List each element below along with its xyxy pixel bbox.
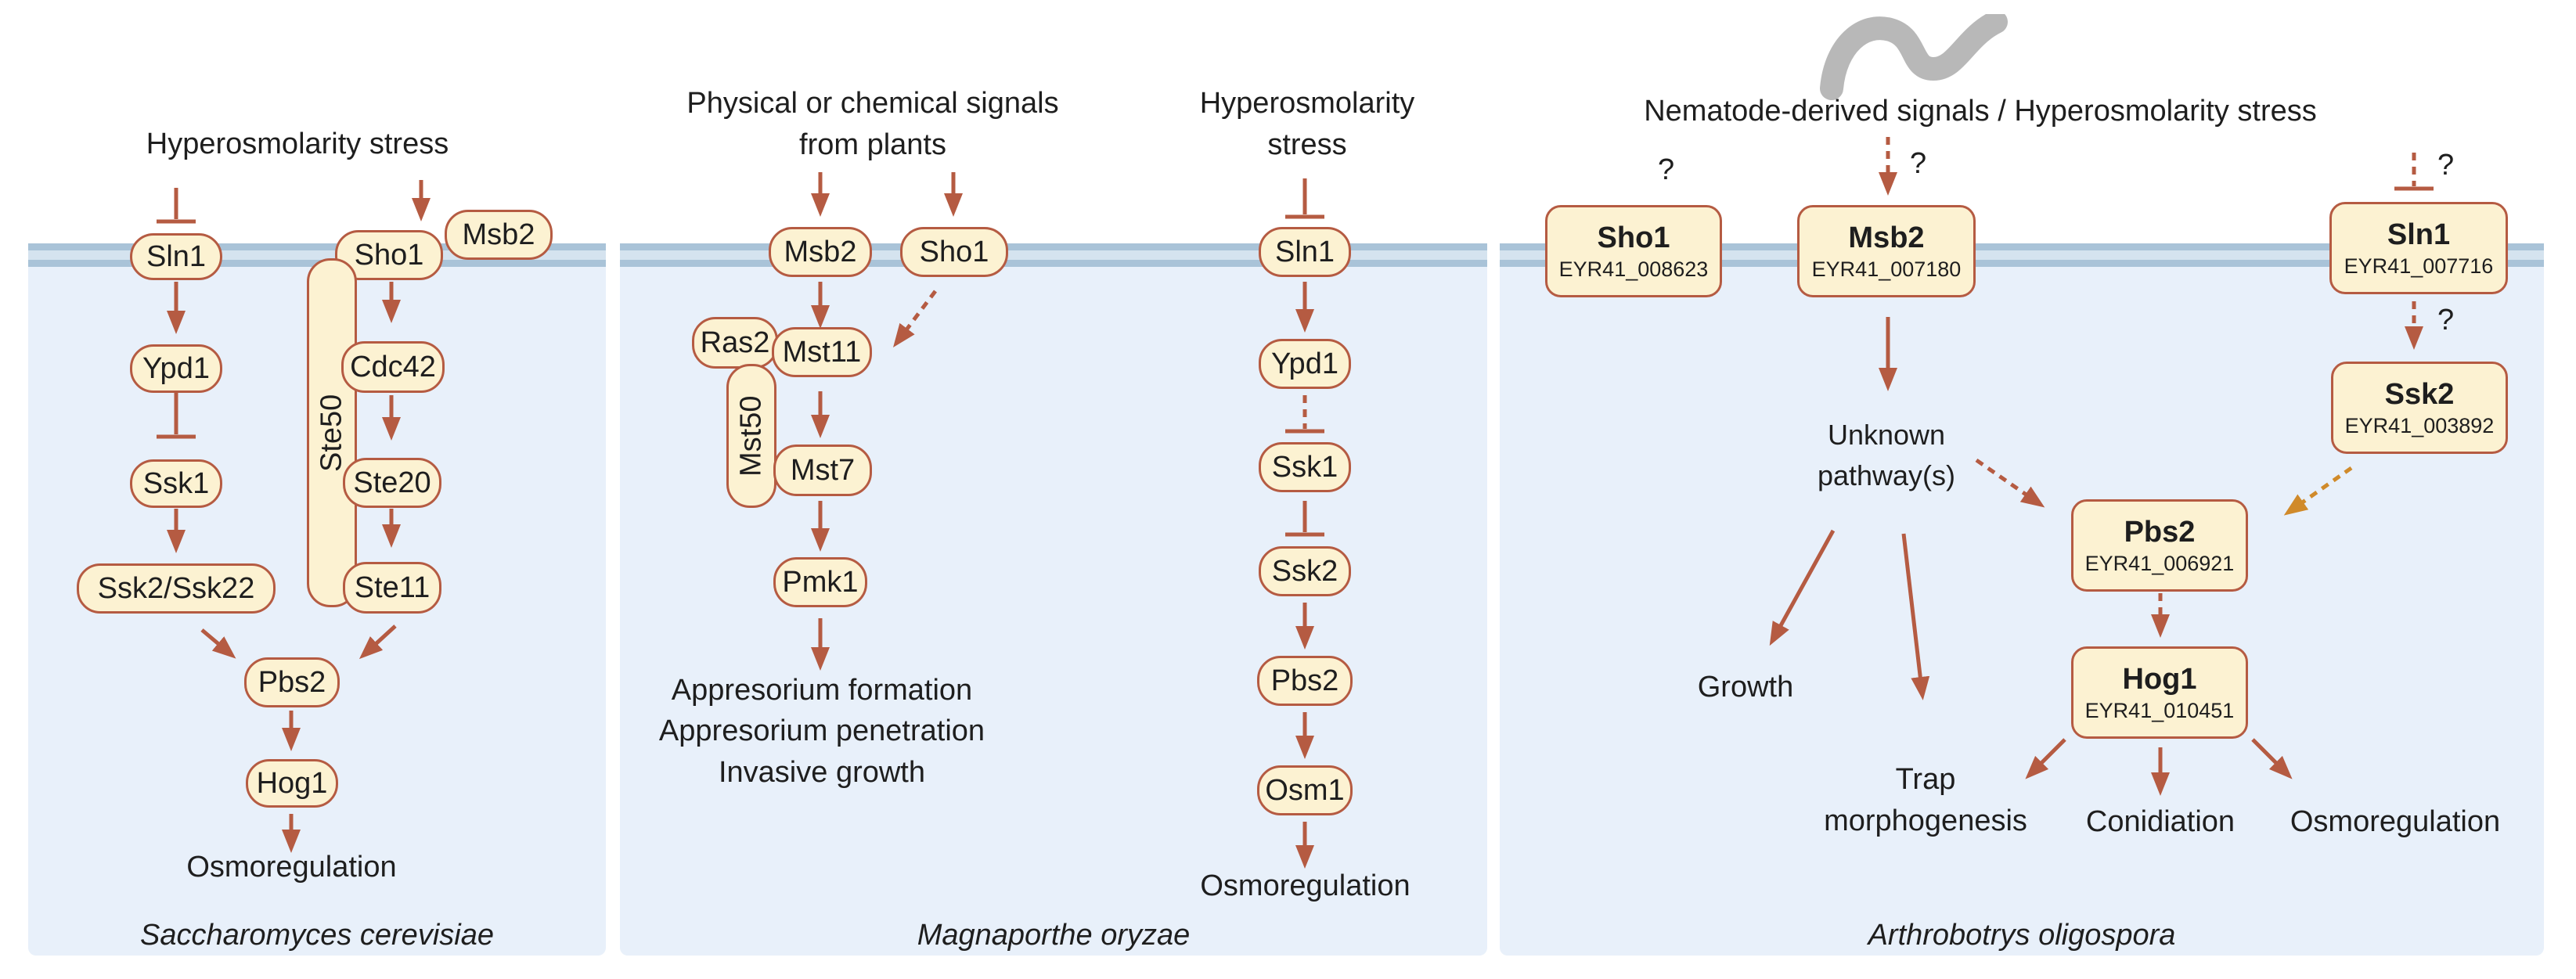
protein-pbs2: Pbs2	[244, 657, 340, 707]
protein-mst7: Mst7	[773, 445, 872, 496]
question-mark-msb2: ?	[1910, 147, 1927, 180]
species-label: Saccharomyces cerevisiae	[140, 919, 494, 952]
species-label: Magnaporthe oryzae	[917, 919, 1191, 952]
protein-ste20: Ste20	[343, 458, 441, 508]
nematode-icon	[1820, 14, 2008, 100]
protein-osm1: Osm1	[1257, 765, 1353, 815]
output-trap-morphogenesis: Trap morphogenesis	[1824, 763, 2027, 838]
protein-hog1: Hog1	[246, 759, 338, 808]
protein-msb2: Msb2 EYR41_007180	[1797, 205, 1976, 297]
output-growth: Growth	[1697, 671, 1794, 704]
protein-hog1: Hog1 EYR41_010451	[2071, 646, 2248, 739]
signal-label: Nematode-derived signals / Hyperosmolari…	[1644, 95, 2317, 128]
protein-mst50: Mst50	[726, 364, 776, 508]
species-label: Arthrobotrys oligospora	[1868, 919, 2176, 952]
output-osmoregulation: Osmoregulation	[1200, 869, 1410, 902]
unknown-pathways-label: Unknown pathway(s)	[1817, 419, 1956, 492]
protein-sln1: Sln1 EYR41_007716	[2329, 202, 2508, 294]
protein-cdc42: Cdc42	[341, 341, 445, 393]
protein-ste11: Ste11	[343, 562, 441, 614]
protein-msb2: Msb2	[445, 210, 553, 260]
protein-ypd1: Ypd1	[1259, 339, 1351, 389]
protein-pbs2: Pbs2	[1257, 656, 1353, 706]
protein-ssk2: Ssk2 EYR41_003892	[2331, 362, 2508, 454]
protein-ras2: Ras2	[692, 317, 778, 369]
protein-sln1: Sln1	[130, 233, 222, 280]
output-conidiation: Conidiation	[2085, 805, 2236, 838]
protein-ypd1: Ypd1	[130, 344, 222, 393]
protein-mst11: Mst11	[772, 327, 872, 377]
protein-ssk2: Ssk2	[1259, 546, 1351, 596]
protein-msb2: Msb2	[769, 227, 872, 277]
protein-ste50: Ste50	[307, 258, 357, 607]
signal-label-hyperosmolarity: Hyperosmolarity stress	[1199, 87, 1415, 162]
cell-membrane	[1500, 243, 2544, 267]
protein-sho1: Sho1	[900, 227, 1008, 277]
output-osmoregulation: Osmoregulation	[186, 851, 397, 884]
protein-sln1: Sln1	[1259, 227, 1351, 277]
protein-ssk1: Ssk1	[130, 459, 222, 508]
question-mark-sho1: ?	[1658, 153, 1675, 186]
question-mark-sln1: ?	[2437, 149, 2455, 182]
signal-label-plant: Physical or chemical signals from plants	[686, 87, 1059, 162]
output-appressorium: Appresorium formation Appresorium penetr…	[658, 674, 985, 789]
signal-label: Hyperosmolarity stress	[146, 128, 449, 160]
protein-sho1: Sho1 EYR41_008623	[1545, 205, 1722, 297]
protein-pmk1: Pmk1	[773, 557, 867, 607]
protein-ssk2-ssk22: Ssk2/Ssk22	[77, 563, 276, 614]
output-osmoregulation: Osmoregulation	[2290, 805, 2501, 838]
protein-pbs2: Pbs2 EYR41_006921	[2071, 499, 2248, 592]
question-mark-ssk2: ?	[2437, 304, 2455, 337]
protein-ssk1: Ssk1	[1259, 442, 1351, 492]
